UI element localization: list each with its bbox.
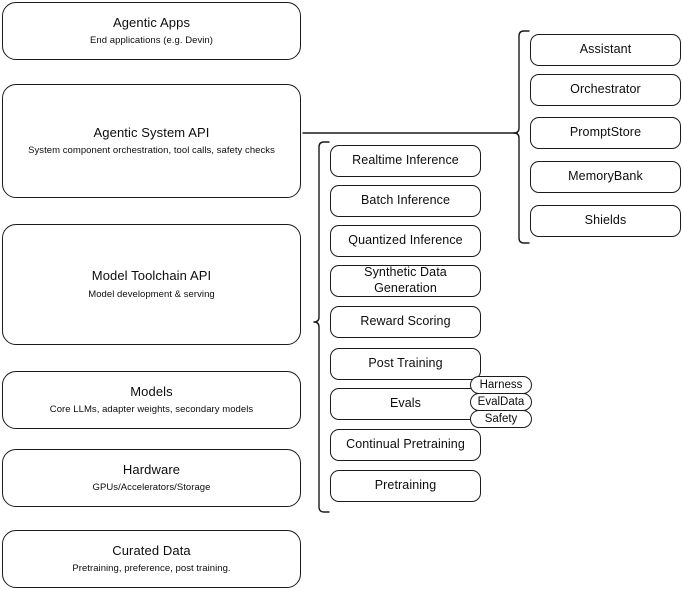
layer-models[interactable]: Models Core LLMs, adapter weights, secon… (2, 371, 301, 429)
evals-subcomponent-evaldata[interactable]: EvalData (470, 393, 532, 411)
chip-label: Evals (389, 396, 422, 411)
layer-title: Agentic System API (93, 124, 210, 140)
evals-subcomponent-harness[interactable]: Harness (470, 376, 532, 394)
system-components-bracket (513, 30, 530, 244)
layer-hardware[interactable]: Hardware GPUs/Accelerators/Storage (2, 449, 301, 507)
pill-label: EvalData (477, 396, 525, 408)
toolchain-post-training[interactable]: Post Training (330, 348, 481, 380)
toolchain-realtime-inference[interactable]: Realtime Inference (330, 145, 481, 177)
system-component-assistant[interactable]: Assistant (530, 34, 681, 66)
pill-label: Safety (484, 413, 518, 425)
layer-title: Agentic Apps (112, 14, 191, 30)
chip-label: Continual Pretraining (346, 437, 465, 452)
toolchain-pretraining[interactable]: Pretraining (330, 470, 481, 502)
layer-title: Curated Data (112, 542, 191, 558)
layer-model-toolchain-api[interactable]: Model Toolchain API Model development & … (2, 224, 301, 345)
layer-subtitle: System component orchestration, tool cal… (28, 145, 275, 157)
chip-label: Reward Scoring (360, 314, 451, 329)
chip-label: Realtime Inference (352, 153, 459, 168)
chip-label: PromptStore (569, 125, 642, 140)
chip-label: Shields (584, 213, 627, 228)
toolchain-batch-inference[interactable]: Batch Inference (330, 185, 481, 217)
toolchain-components-bracket (313, 141, 330, 513)
layer-subtitle: Core LLMs, adapter weights, secondary mo… (49, 404, 254, 416)
chip-label: MemoryBank (568, 169, 643, 184)
chip-label: Synthetic Data Generation (364, 265, 447, 295)
toolchain-reward-scoring[interactable]: Reward Scoring (330, 306, 481, 338)
chip-label: Pretraining (374, 478, 437, 493)
chip-label: Batch Inference (360, 193, 451, 208)
chip-label: Quantized Inference (348, 233, 463, 248)
chip-label: Orchestrator (570, 82, 641, 97)
layer-title: Model Toolchain API (91, 268, 212, 284)
system-component-orchestrator[interactable]: Orchestrator (530, 74, 681, 106)
toolchain-continual-pretraining[interactable]: Continual Pretraining (330, 429, 481, 461)
layer-subtitle: End applications (e.g. Devin) (90, 35, 213, 47)
chip-label: Post Training (368, 356, 443, 371)
toolchain-evals[interactable]: Evals (330, 388, 481, 420)
chip-label: Assistant (579, 42, 632, 57)
layer-subtitle: GPUs/Accelerators/Storage (92, 482, 211, 494)
layer-curated-data[interactable]: Curated Data Pretraining, preference, po… (2, 530, 301, 588)
toolchain-quantized-inference[interactable]: Quantized Inference (330, 225, 481, 257)
system-component-memorybank[interactable]: MemoryBank (530, 161, 681, 193)
layer-subtitle: Pretraining, preference, post training. (72, 563, 231, 575)
system-component-shields[interactable]: Shields (530, 205, 681, 237)
layer-subtitle: Model development & serving (88, 288, 215, 300)
layer-agentic-system-api[interactable]: Agentic System API System component orch… (2, 84, 301, 198)
pill-label: Harness (479, 379, 523, 391)
system-component-promptstore[interactable]: PromptStore (530, 117, 681, 149)
layer-title: Hardware (122, 461, 181, 477)
layer-title: Models (130, 383, 173, 399)
toolchain-synthetic-data-generation[interactable]: Synthetic Data Generation (330, 265, 481, 297)
layer-agentic-apps[interactable]: Agentic Apps End applications (e.g. Devi… (2, 2, 301, 60)
evals-subcomponent-safety[interactable]: Safety (470, 410, 532, 428)
